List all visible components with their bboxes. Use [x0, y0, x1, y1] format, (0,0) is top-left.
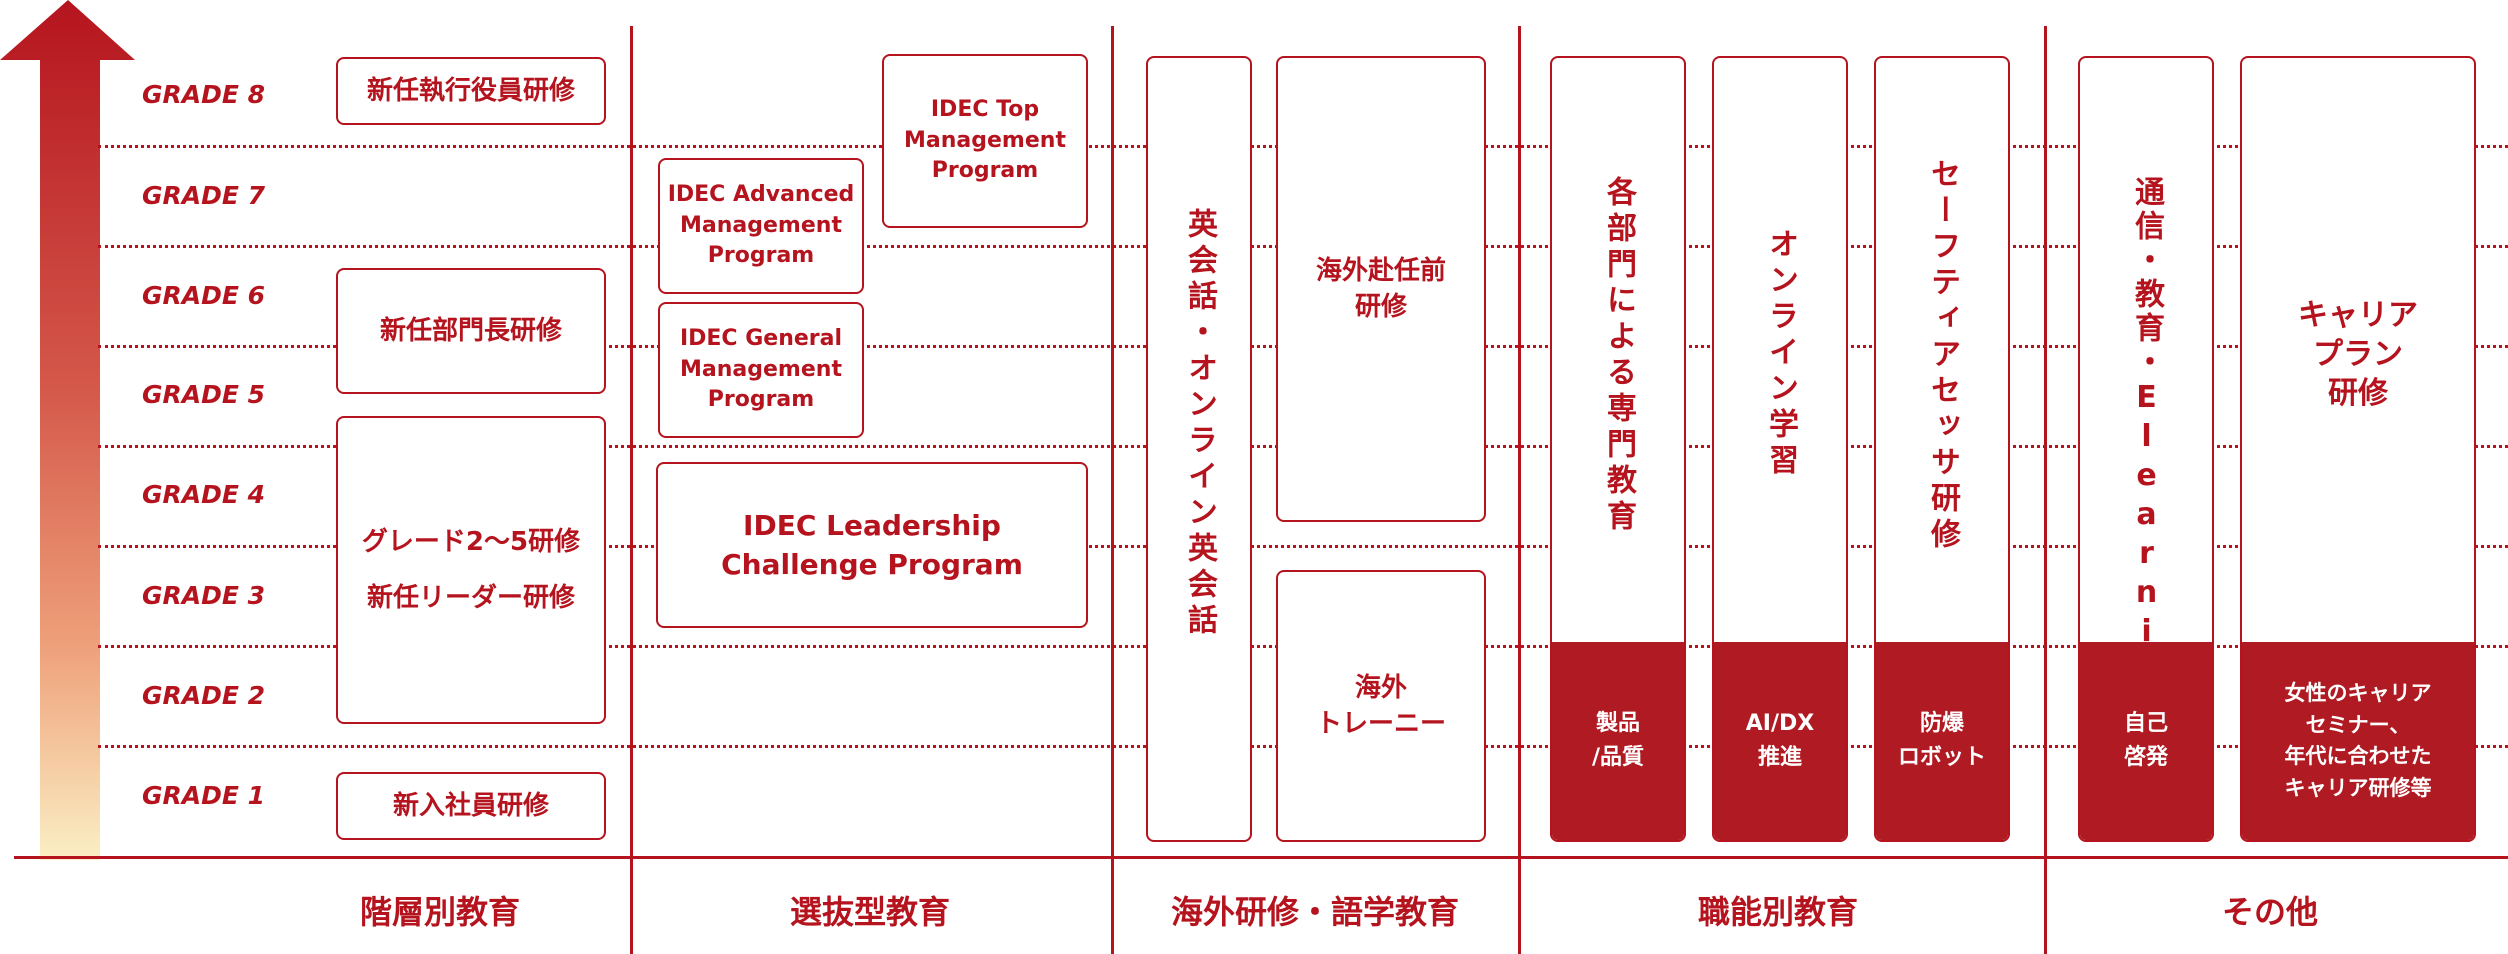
category-overseas: 海外研修・語学教育: [1170, 893, 1459, 931]
new-executive-training: 新任執行役員研修: [336, 57, 606, 125]
product-quality-box: 製品 /品質: [1552, 642, 1684, 840]
grade-label-7: GRADE 7: [142, 181, 266, 210]
grade-label-3: GRADE 3: [142, 581, 266, 610]
new-employee-training: 新入社員研修: [336, 772, 606, 840]
correspondence-elearning-label: 通信・教育・Elearning: [2129, 176, 2164, 731]
career-plan-column: キャリア プラン 研修 女性のキャリア セミナー、 年代に合わせた キャリア研修…: [2240, 56, 2476, 842]
new-dept-manager-training: 新任部門長研修: [336, 268, 606, 394]
category-other: その他: [2221, 893, 2318, 931]
career-plan-label: キャリア プラン 研修: [2298, 298, 2418, 411]
category-selective: 選抜型教育: [789, 893, 950, 931]
category-divider: [630, 26, 633, 954]
new-leader-label: 新任リーダー研修: [366, 583, 575, 613]
correspondence-elearning-column: 通信・教育・Elearning 自己 啓発: [2078, 56, 2214, 842]
safety-assessor-column: セーフティアセッサ研修 防爆 ロボット: [1874, 56, 2010, 842]
idec-top-management-program: IDEC Top Management Program: [882, 54, 1088, 228]
dept-education-column: 各部門による専門教育 製品 /品質: [1550, 56, 1686, 842]
idec-leadership-challenge-program: IDEC Leadership Challenge Program: [656, 462, 1088, 628]
idec-advanced-management-program: IDEC Advanced Management Program: [658, 158, 864, 294]
category-divider: [1518, 26, 1521, 954]
grade-label-4: GRADE 4: [142, 480, 266, 509]
baseline: [14, 856, 2508, 859]
explosion-proof-robot-box: 防爆 ロボット: [1876, 642, 2008, 840]
grade-separator: [98, 545, 2508, 548]
online-learning-column: オンライン学習 AI/DX 推進: [1712, 56, 1848, 842]
grade-label-2: GRADE 2: [142, 681, 266, 710]
grade-label-8: GRADE 8: [142, 80, 266, 109]
category-functional: 職能別教育: [1697, 893, 1858, 931]
safety-assessor-label: セーフティアセッサ研修: [1925, 158, 1960, 554]
english-conversation-column: 英会話・オンライン英会話: [1146, 56, 1252, 842]
dept-education-label: 各部門による専門教育: [1601, 176, 1636, 536]
grade-label-5: GRADE 5: [142, 380, 266, 409]
pre-assignment-training: 海外赴任前 研修: [1276, 56, 1486, 522]
ai-dx-box: AI/DX 推進: [1714, 642, 1846, 840]
category-hierarchy: 階層別教育: [359, 893, 520, 931]
grade-2-5-label: グレード2〜5研修: [361, 526, 581, 557]
category-divider: [2044, 26, 2047, 954]
womens-career-seminar-box: 女性のキャリア セミナー、 年代に合わせた キャリア研修等: [2242, 642, 2474, 840]
english-conversation-label: 英会話・オンライン英会話: [1182, 208, 1217, 640]
growth-arrow: [0, 0, 135, 860]
category-divider: [1111, 26, 1114, 954]
overseas-trainee: 海外 トレーニー: [1276, 570, 1486, 842]
self-development-box: 自己 啓発: [2080, 642, 2212, 840]
online-learning-label: オンライン学習: [1763, 228, 1798, 480]
grade-2-5-training: グレード2〜5研修 新任リーダー研修: [336, 416, 606, 724]
grade-label-1: GRADE 1: [142, 781, 266, 810]
grade-label-6: GRADE 6: [142, 281, 266, 310]
idec-general-management-program: IDEC General Management Program: [658, 302, 864, 438]
